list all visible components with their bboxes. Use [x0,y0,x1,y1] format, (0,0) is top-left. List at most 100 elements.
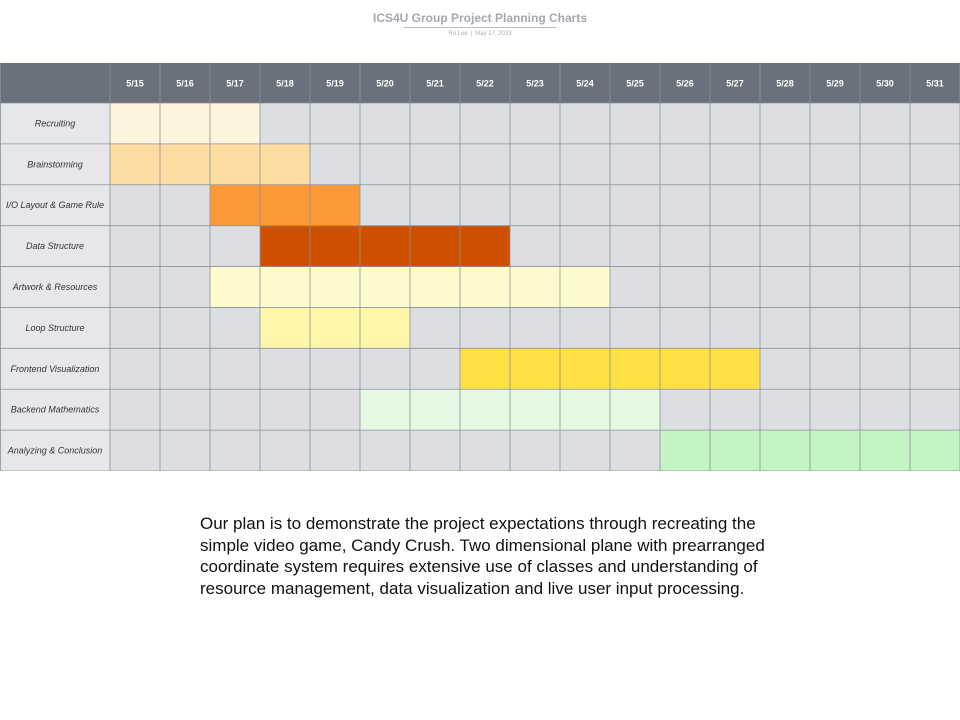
date-label: 5/17 [226,79,244,89]
grid-cell [610,143,660,185]
grid-cell [760,103,810,144]
grid-cell [910,184,960,226]
grid-cell [560,225,610,267]
task-label-line: Data Structure [26,241,84,251]
grid-cell [310,143,360,185]
grid-cell [110,266,160,308]
task-label-cell [0,266,110,308]
grid-cell [810,225,860,267]
grid-cell [710,103,760,144]
task-label-cell [0,103,110,144]
grid-cell [610,266,660,308]
date-label: 5/23 [526,79,544,89]
grid-cell [110,348,160,390]
task-label-line: Recruiting [35,118,76,128]
grid-cell [910,103,960,144]
grid-cell [910,266,960,308]
grid-cell [810,143,860,185]
task-label-line: Loop Structure [25,323,84,333]
grid-cell [810,184,860,226]
grid-cell [160,389,210,431]
grid-cell [710,266,760,308]
grid-cell [360,143,410,185]
grid-cell [710,184,760,226]
title-underline [404,27,556,28]
grid-cell [910,225,960,267]
grid-cell [210,389,260,431]
task-label: Loop Structure [25,323,84,333]
grid-cell [660,389,710,431]
grid-cell [260,430,310,471]
grid-cell [860,225,910,267]
grid-cell [660,225,710,267]
grid-cell [460,307,510,349]
grid-cell [510,430,560,471]
grid-cell [860,143,910,185]
task-label: I/O Layout & Game Rule [6,200,104,210]
grid-cell [510,143,560,185]
grid-cell [510,307,560,349]
grid-cell [110,389,160,431]
grid-cell [660,307,710,349]
task-label-line: Analyzing & Conclusion [7,446,103,456]
grid-cell [760,266,810,308]
task-label-cell [0,143,110,185]
grid-cell [560,143,610,185]
task-label: Analyzing & Conclusion [7,446,103,456]
grid-cell [560,184,610,226]
date-label: 5/22 [476,79,494,89]
task-bar [210,184,360,226]
grid-cell [460,103,510,144]
task-label: Frontend Visualization [11,364,100,374]
page-subtitle: Ro.Lee|May 17, 2023 [0,31,960,37]
grid-cell [260,103,310,144]
task-label: Data Structure [26,241,84,251]
grid-cell [910,143,960,185]
task-bar [260,307,410,349]
date-label: 5/26 [676,79,694,89]
grid-cell [810,266,860,308]
grid-cell [760,348,810,390]
grid-cell [560,103,610,144]
grid-cell [610,307,660,349]
grid-cell [510,184,560,226]
grid-cell [310,103,360,144]
grid-cell [110,225,160,267]
task-label-cell [0,184,110,226]
grid-cell [760,225,810,267]
grid-cell [610,430,660,471]
grid-cell [410,143,460,185]
grid-cell [860,348,910,390]
task-label-line: Frontend Visualization [11,364,100,374]
grid-cell [710,143,760,185]
grid-cell [110,307,160,349]
grid-cell [660,184,710,226]
date-label: 5/21 [426,79,444,89]
grid-cell [610,225,660,267]
grid-cell [860,266,910,308]
date-label: 5/18 [276,79,294,89]
task-label-line: Backend Mathematics [11,405,100,415]
author-name: Ro.Lee [448,31,468,37]
grid-cell [560,307,610,349]
grid-cell [610,103,660,144]
grid-cell [260,348,310,390]
task-bar [260,225,510,267]
task-label-cell [0,225,110,267]
grid-cell [810,307,860,349]
grid-cell [410,348,460,390]
grid-cell [310,389,360,431]
date-label: 5/27 [726,79,744,89]
task-label-line: I/O Layout & Game Rule [6,200,104,210]
grid-cell [360,103,410,144]
grid-cell [760,143,810,185]
grid-cell [210,307,260,349]
project-description: Our plan is to demonstrate the project e… [200,514,765,598]
grid-cell [360,184,410,226]
grid-cell [560,430,610,471]
grid-cell [210,348,260,390]
grid-cell [210,225,260,267]
grid-cell [160,307,210,349]
grid-cell [710,225,760,267]
